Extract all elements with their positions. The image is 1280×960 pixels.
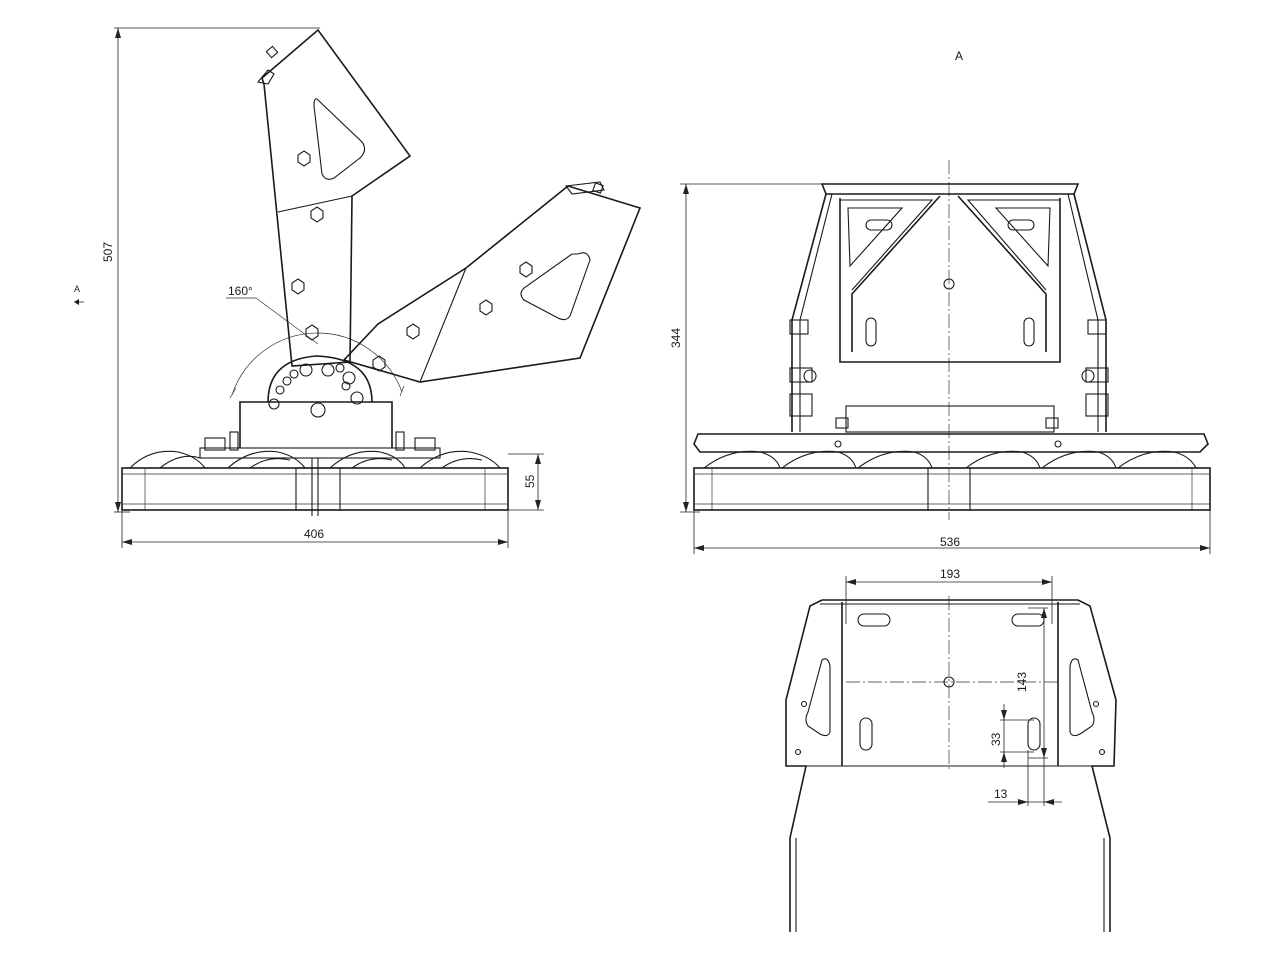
dim-13: 13: [994, 787, 1008, 801]
pivot-base: [239, 401, 393, 448]
front-cutout-right: [994, 207, 1051, 268]
slot-top-left: [857, 613, 891, 627]
dim-193: 193: [940, 567, 960, 581]
dim-55: 55: [523, 474, 537, 488]
front-top-plate: [820, 183, 1080, 195]
dim-507: 507: [101, 242, 115, 262]
tilted-arm-cutout: [520, 252, 591, 321]
view-arrow-label: A: [74, 284, 80, 294]
center-hole: [943, 676, 955, 688]
arm-cutout: [313, 98, 366, 180]
pivot-holes: [268, 363, 364, 418]
front-view-title: A: [955, 49, 963, 63]
front-inner-plate: [839, 198, 1061, 363]
dim-143: 143: [1015, 672, 1029, 692]
front-bolts: [789, 319, 1109, 417]
side-fins: [129, 450, 501, 469]
slot-bottom-left: [859, 717, 873, 751]
dim-344: 344: [669, 328, 683, 348]
front-driver-box: [845, 405, 1055, 433]
bracket-outline: [785, 599, 1117, 932]
vertical-arm: [261, 28, 412, 367]
front-cutout-left: [847, 207, 904, 268]
angle-arc: [231, 332, 403, 396]
front-view: A: [669, 49, 1211, 554]
bracket-cutout-left: [805, 658, 831, 737]
front-fins: [703, 450, 1197, 469]
dim-33: 33: [989, 732, 1003, 746]
dim-536: 536: [940, 535, 960, 549]
bracket-view: 193 143 33 13: [785, 567, 1117, 932]
front-lamp-rim: [693, 433, 1209, 453]
slot-top-right: [1011, 613, 1045, 627]
pivot-disc: [267, 355, 373, 403]
angle-label: 160°: [228, 284, 253, 298]
bracket-cutout-right: [1069, 658, 1095, 737]
dim-406: 406: [304, 527, 324, 541]
bracket-plate-sides: [841, 602, 1059, 766]
tilted-arm: [342, 185, 642, 383]
slot-bottom-right: [1027, 717, 1041, 751]
side-view: 160° A 507: [74, 27, 642, 548]
